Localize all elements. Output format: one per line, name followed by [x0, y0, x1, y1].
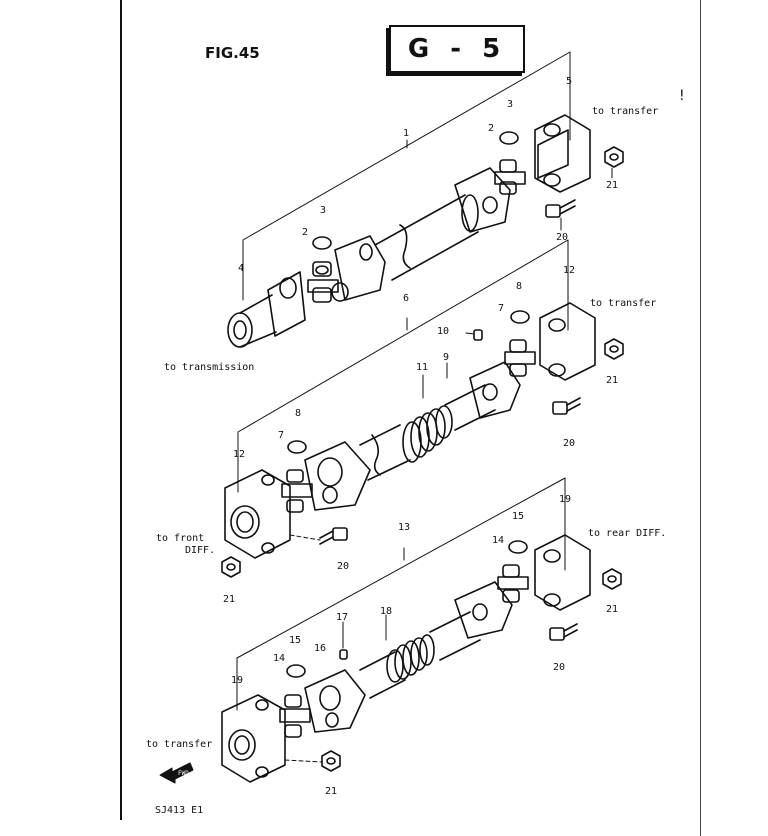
callout-16: 16 [314, 643, 327, 654]
rear-universal-joint [454, 159, 526, 233]
callout-14: 14 [492, 535, 505, 546]
front-companion-flange [221, 694, 286, 783]
circlip [312, 236, 332, 250]
callout-3: 3 [320, 205, 327, 216]
label-to-transmission: to transmission [164, 362, 255, 373]
group-code-box: G - 5 [389, 25, 525, 73]
main-tube [429, 581, 513, 661]
label-to-front-diff-line1: to front [156, 533, 205, 544]
main-tube [359, 424, 411, 481]
callout-18: 18 [380, 606, 393, 617]
yoke [304, 669, 366, 733]
callout-20: 20 [553, 662, 566, 673]
callout-15: 15 [289, 635, 302, 646]
shaft-assembly-3 [221, 477, 622, 783]
nut [604, 146, 624, 168]
rear-companion-flange [539, 302, 596, 381]
universal-joint-spider [504, 339, 536, 377]
shaft-assembly-1 [227, 51, 624, 348]
callout-17: 17 [336, 612, 349, 623]
bolt [549, 623, 578, 641]
universal-joint-spider [497, 564, 529, 603]
leader-line [236, 477, 566, 659]
callout-20: 20 [337, 561, 350, 572]
callout-21: 21 [606, 375, 619, 386]
rubber-boot [402, 405, 453, 463]
callout-21: 21 [325, 786, 338, 797]
grease-nipple [339, 649, 348, 660]
callout-13: 13 [398, 522, 411, 533]
nut [604, 338, 624, 360]
model-code: SJ413 E1 [155, 805, 204, 816]
slip-yoke [304, 441, 371, 511]
front-companion-flange [224, 469, 291, 559]
callout-10: 10 [437, 326, 450, 337]
callout-19: 19 [231, 675, 244, 686]
label-to-rear-diff: to rear DIFF. [588, 528, 667, 539]
callout-21: 21 [223, 594, 236, 605]
callout-2: 2 [488, 123, 495, 134]
rear-companion-flange [534, 534, 591, 611]
shaft-assembly-2 [221, 239, 624, 578]
nut [321, 750, 341, 772]
label-to-transfer-3: to transfer [146, 739, 213, 750]
callout-12: 12 [563, 265, 576, 276]
label-to-transfer-2: to transfer [590, 298, 657, 309]
callout-21: 21 [606, 180, 619, 191]
grease-nipple [465, 329, 483, 341]
callout-7: 7 [278, 430, 285, 441]
leader-line [242, 51, 571, 241]
nut [221, 556, 241, 578]
circlip [510, 310, 530, 324]
bolt [319, 527, 348, 545]
circlip [286, 664, 306, 678]
circlip [508, 540, 528, 554]
flange-yoke [331, 235, 386, 302]
callout-8: 8 [516, 281, 523, 292]
bolt [545, 199, 576, 218]
callout-12: 12 [233, 449, 246, 460]
callout-19: 19 [559, 494, 572, 505]
callout-6: 6 [403, 293, 410, 304]
callout-1: 1 [403, 128, 410, 139]
nut [602, 568, 622, 590]
callout-4: 4 [238, 263, 245, 274]
callout-14: 14 [273, 653, 286, 664]
sleeve-yoke [227, 271, 306, 348]
sleeve-yoke [444, 361, 521, 431]
companion-flange [534, 114, 591, 193]
callout-3: 3 [507, 99, 514, 110]
callout-8: 8 [295, 408, 302, 419]
bolt [552, 397, 581, 415]
callout-11: 11 [416, 362, 429, 373]
forward-arrow-icon: FWD [159, 762, 194, 784]
rubber-boot [359, 634, 435, 699]
center-line [289, 534, 321, 541]
right-border-line [700, 0, 701, 836]
callout-9: 9 [443, 352, 450, 363]
universal-joint-spider [279, 694, 311, 738]
circlip [287, 440, 307, 454]
figure-label: FIG.45 [205, 44, 260, 62]
leader-line [237, 239, 569, 433]
callout-15: 15 [512, 511, 525, 522]
callout-20: 20 [563, 438, 576, 449]
margin-mark: ! [679, 88, 685, 104]
callout-21: 21 [606, 604, 619, 615]
label-to-front-diff-line2: DIFF. [185, 545, 216, 556]
circlip [499, 131, 519, 145]
callout-5: 5 [566, 76, 573, 87]
center-line [284, 759, 323, 763]
label-to-transfer-1: to transfer [592, 106, 659, 117]
callout-20: 20 [556, 232, 569, 243]
main-tube [374, 194, 479, 281]
callout-2: 2 [302, 227, 309, 238]
universal-joint-spider [307, 261, 339, 303]
left-binding-line [120, 0, 122, 820]
callout-7: 7 [498, 303, 505, 314]
forward-arrow-text: FWD [178, 770, 189, 777]
